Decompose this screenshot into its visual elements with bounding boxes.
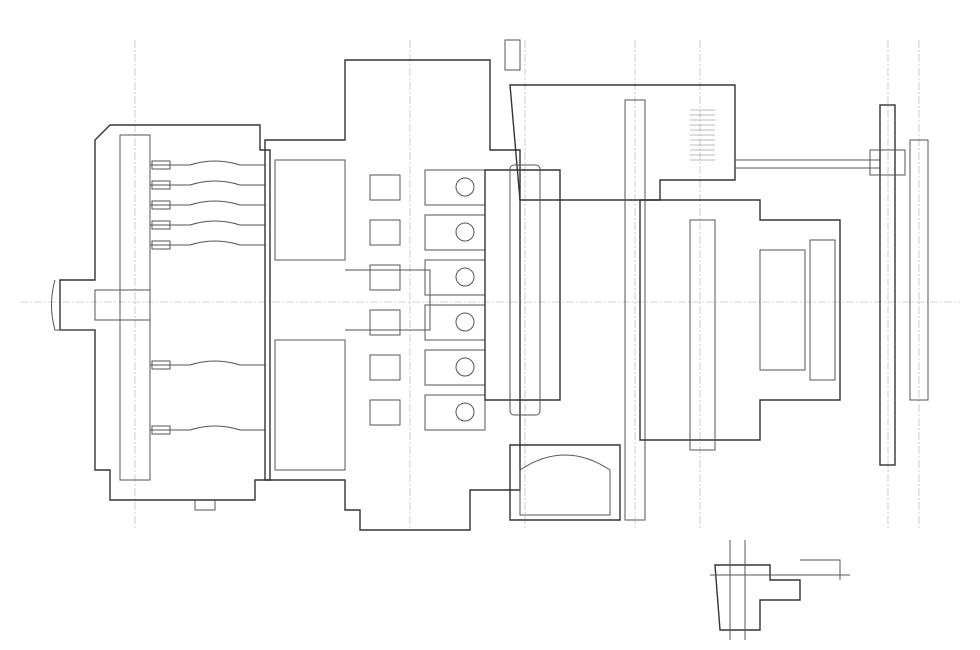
cam-lobe bbox=[369, 174, 401, 201]
bolt-circle bbox=[455, 357, 475, 377]
piston-rod bbox=[150, 240, 265, 246]
bolt-circle bbox=[455, 222, 475, 242]
detail-view bbox=[710, 540, 850, 640]
rod-end bbox=[151, 240, 171, 250]
output-shaft bbox=[869, 104, 929, 466]
rod-end bbox=[151, 360, 171, 370]
clutch-plates bbox=[690, 109, 715, 161]
centerlines bbox=[20, 40, 960, 530]
rod-end bbox=[151, 160, 171, 170]
bearing-block bbox=[424, 214, 486, 251]
bearing-block bbox=[424, 304, 486, 341]
piston-rod bbox=[150, 360, 265, 366]
rod-end bbox=[151, 220, 171, 230]
cam-lobe bbox=[369, 309, 401, 336]
bolt-circle bbox=[455, 402, 475, 422]
bearing-block bbox=[424, 394, 486, 431]
cam-lobe bbox=[369, 399, 401, 426]
bearing-block bbox=[424, 169, 486, 206]
piston-rods bbox=[150, 160, 265, 435]
bolt-circle bbox=[455, 267, 475, 287]
rod-end bbox=[151, 180, 171, 190]
rod-end bbox=[151, 200, 171, 210]
bolt-circle bbox=[455, 312, 475, 332]
camshaft-column bbox=[369, 169, 486, 431]
cylinder-block bbox=[264, 39, 521, 531]
crankcase-left bbox=[51, 124, 271, 511]
clutch-housing bbox=[484, 84, 736, 521]
cam-lobe bbox=[369, 354, 401, 381]
bearing-block bbox=[424, 259, 486, 296]
cam-lobe bbox=[369, 264, 401, 291]
piston-rod bbox=[150, 425, 265, 431]
piston-rod bbox=[150, 180, 265, 186]
bolt-circle bbox=[455, 177, 475, 197]
bearing-block bbox=[424, 349, 486, 386]
piston-rod bbox=[150, 160, 265, 166]
cam-lobe bbox=[369, 219, 401, 246]
piston-rod bbox=[150, 220, 265, 226]
rod-end bbox=[151, 425, 171, 435]
piston-rod bbox=[150, 200, 265, 206]
gearbox bbox=[639, 159, 880, 451]
